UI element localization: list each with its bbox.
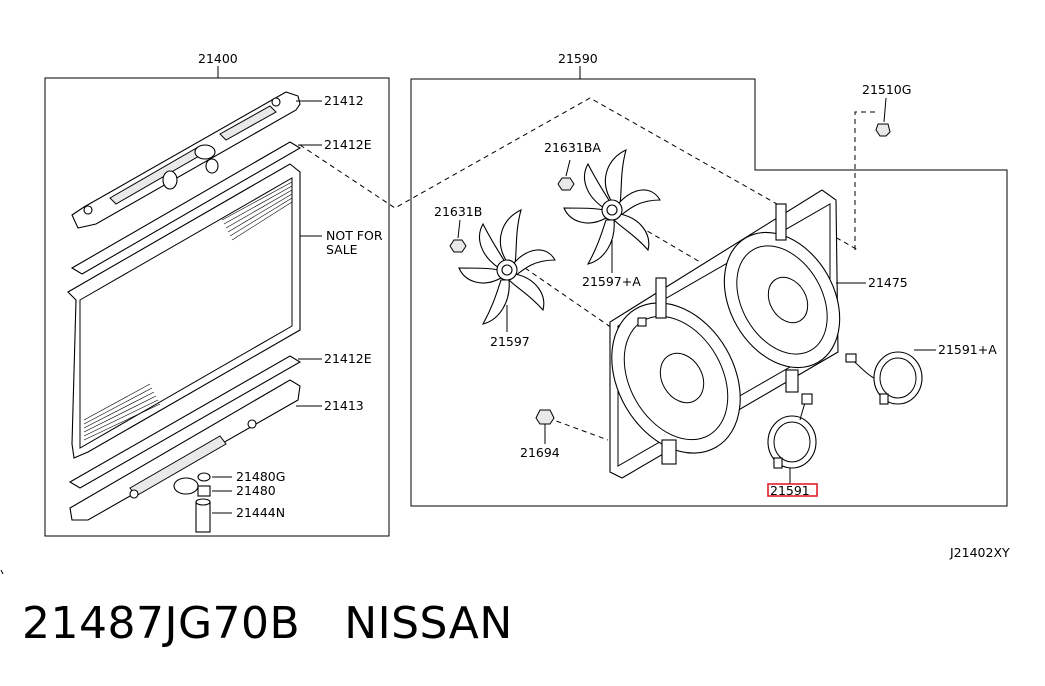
clip-part	[875, 97, 891, 137]
radiator-box	[44, 77, 390, 537]
highlight-box-21591	[767, 483, 818, 497]
label-21694: 21694	[520, 445, 560, 460]
upper-mount-part	[71, 91, 301, 229]
drain-parts	[195, 472, 211, 533]
label-not-for-sale-1: NOT FOR	[326, 228, 383, 243]
label-21400: 21400	[198, 51, 238, 66]
label-21631B: 21631B	[434, 204, 482, 219]
upper-seal-part	[70, 141, 302, 275]
part-number: 21487JG70B	[22, 598, 301, 649]
label-21412E-bottom: 21412E	[324, 351, 372, 366]
fan-nut-part	[449, 219, 467, 253]
label-21412: 21412	[324, 93, 364, 108]
label-21475: 21475	[868, 275, 908, 290]
footer: 21487JG70B NISSAN	[22, 598, 513, 649]
label-not-for-sale-2: SALE	[326, 242, 358, 257]
label-21413: 21413	[324, 398, 364, 413]
label-21591-A: 21591+A	[938, 342, 997, 357]
label-21631BA: 21631BA	[544, 140, 601, 155]
bolt-part	[535, 409, 555, 444]
label-21510G: 21510G	[862, 82, 911, 97]
motor-part	[767, 393, 817, 469]
label-21590: 21590	[558, 51, 598, 66]
label-21591: 21591	[770, 483, 810, 498]
label-21444N: 21444N	[236, 505, 285, 520]
label-21597: 21597	[490, 334, 530, 349]
label-21480G: 21480G	[236, 469, 285, 484]
lower-seal-part	[68, 355, 302, 489]
fan-part	[458, 209, 556, 325]
fan-shroud-box	[410, 78, 1008, 507]
lower-mount-part	[69, 379, 301, 521]
brand-name: NISSAN	[344, 598, 513, 649]
motor-a-part	[845, 351, 923, 405]
label-21597-A: 21597+A	[582, 274, 641, 289]
radiator-core-part	[67, 163, 301, 459]
fan-nut-a-part	[557, 159, 575, 191]
fan-a-part	[563, 149, 661, 265]
diagram-code: J21402XY	[949, 545, 1010, 560]
label-21412E-top: 21412E	[324, 137, 372, 152]
shroud-part	[609, 189, 841, 479]
label-21480: 21480	[236, 483, 276, 498]
